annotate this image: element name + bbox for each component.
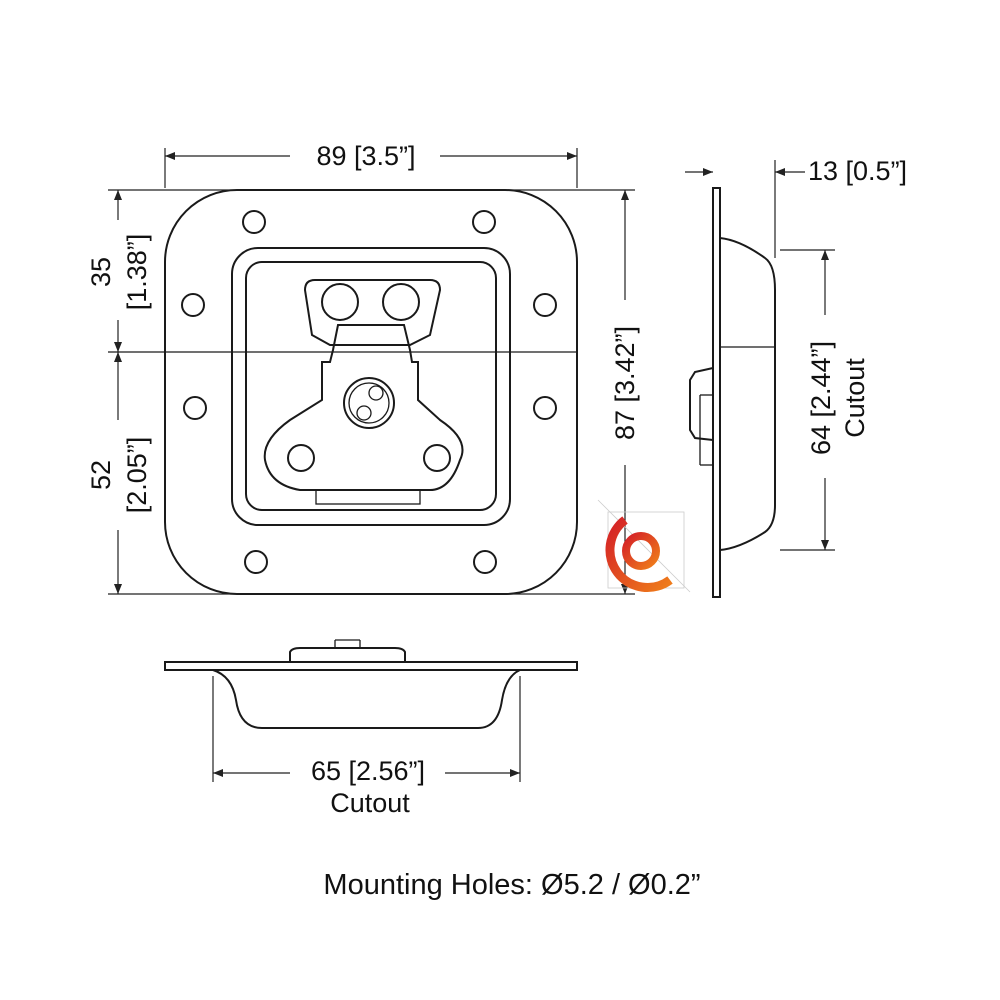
side-cutout-dimension: 64 [2.44”]	[806, 341, 836, 455]
latch-mechanism	[263, 279, 464, 505]
bottom-height-mm: 52	[86, 460, 116, 490]
bottom-view	[164, 639, 578, 729]
top-height-in: [1.38”]	[122, 234, 152, 311]
mounting-holes-note: Mounting Holes: Ø5.2 / Ø0.2”	[323, 869, 700, 901]
extension-lines	[108, 148, 635, 595]
side-view	[689, 187, 776, 598]
mounting-holes	[181, 210, 557, 574]
bottom-height-in: [2.05”]	[122, 437, 152, 514]
side-cutout-label: Cutout	[840, 358, 870, 438]
front-view	[108, 189, 578, 595]
bottom-cutout-dimension: 65 [2.56”]	[311, 756, 425, 786]
width-dimension: 89 [3.5”]	[316, 141, 415, 171]
depth-dimension: 13 [0.5”]	[808, 156, 907, 186]
top-height-mm: 35	[86, 257, 116, 287]
watermark-logo	[597, 499, 691, 593]
total-height-dimension: 87 [3.42”]	[610, 326, 640, 440]
bottom-cutout-label: Cutout	[330, 788, 410, 818]
